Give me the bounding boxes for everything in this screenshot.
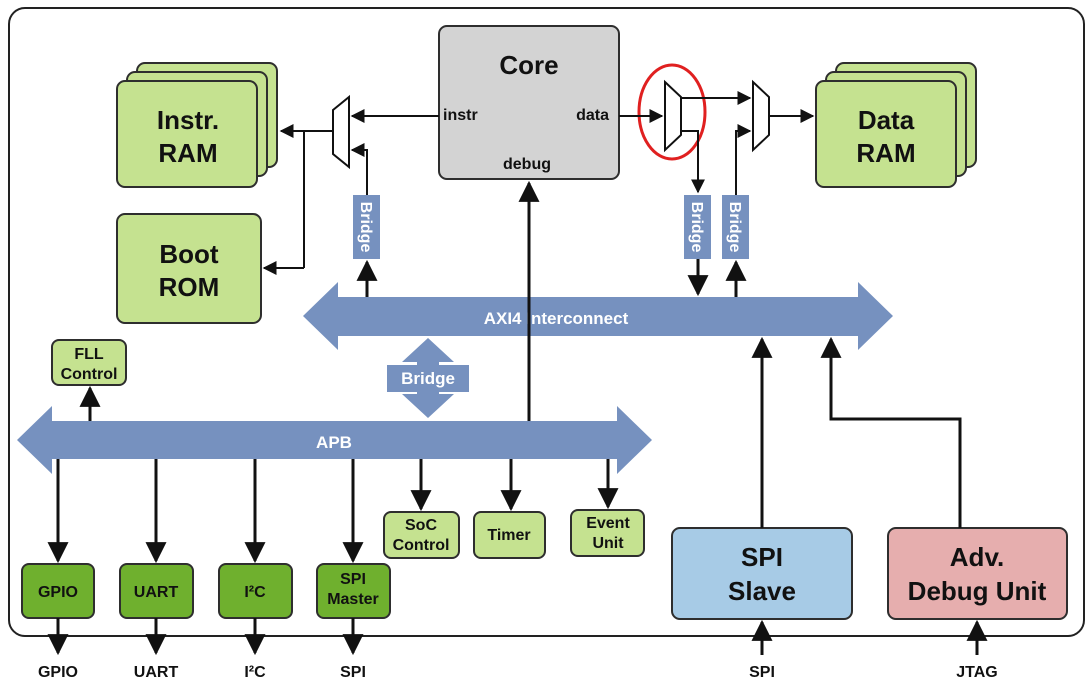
fll-control-line1: FLL <box>74 346 104 363</box>
pin-gpio-label: GPIO <box>38 664 78 681</box>
instr-mux <box>332 94 350 170</box>
pin-uart-label: UART <box>134 664 179 681</box>
core-data-port: data <box>576 107 609 124</box>
highlight-circle <box>637 63 707 161</box>
fll-control-block[interactable] <box>51 339 127 386</box>
i2c-label: I²C <box>244 584 266 601</box>
timer-label: Timer <box>487 527 530 544</box>
svg-text:Bridge: Bridge <box>688 202 705 253</box>
svg-text:Bridge: Bridge <box>726 202 743 253</box>
data-ram[interactable]: Data RAM <box>815 62 977 188</box>
pin-jtag-label: JTAG <box>956 664 997 681</box>
axi-apb-bridge-label: Bridge <box>401 369 455 388</box>
boot-rom-line1: Boot <box>159 239 219 269</box>
core-title: Core <box>499 50 558 80</box>
data-bridge-right: Bridge <box>722 195 749 259</box>
adv-debug-line2: Debug Unit <box>908 576 1047 606</box>
data-ram-line2: RAM <box>856 138 915 168</box>
boot-rom-line2: ROM <box>159 272 220 302</box>
instr-bridge: Bridge <box>353 195 380 259</box>
soc-control-line1: SoC <box>405 517 437 534</box>
pin-spi-label: SPI <box>340 664 366 681</box>
event-unit-line2: Unit <box>592 535 624 552</box>
axi-interconnect-label: AXI4 Interconnect <box>484 309 629 328</box>
adv-debug-line1: Adv. <box>950 542 1004 572</box>
data-bridge-left: Bridge <box>684 195 711 259</box>
data-mux <box>752 79 770 153</box>
soc-control-line2: Control <box>393 537 450 554</box>
apb-bus <box>17 406 652 474</box>
svg-text:Bridge: Bridge <box>357 202 374 253</box>
spi-master-line1: SPI <box>340 571 366 588</box>
apb-label: APB <box>316 433 352 452</box>
event-unit-line1: Event <box>586 515 630 532</box>
uart-label: UART <box>134 584 179 601</box>
fll-control-line2: Control <box>61 366 118 383</box>
connectors <box>47 91 988 656</box>
spi-slave-line1: SPI <box>741 542 783 572</box>
core-debug-port: debug <box>503 156 551 173</box>
instr-ram-line1: Instr. <box>157 105 219 135</box>
soc-control-block[interactable] <box>383 511 460 559</box>
event-unit-block[interactable] <box>570 509 645 557</box>
adv-debug-unit-block[interactable] <box>887 527 1068 620</box>
axi-interconnect-bus <box>303 282 893 350</box>
instr-ram[interactable]: Instr. RAM <box>116 62 278 188</box>
spi-master-line2: Master <box>327 591 379 608</box>
timer-block[interactable] <box>473 511 546 559</box>
axi-apb-bridge-label-box <box>387 365 469 392</box>
gpio-label: GPIO <box>38 584 78 601</box>
data-ram-line1: Data <box>858 105 915 135</box>
core-block[interactable] <box>438 25 620 180</box>
data-demux <box>664 79 682 153</box>
pin-spi-slave-label: SPI <box>749 664 775 681</box>
instr-ram-line2: RAM <box>158 138 217 168</box>
core-instr-port: instr <box>443 107 478 124</box>
spi-slave-line2: Slave <box>728 576 796 606</box>
boot-rom-block[interactable] <box>116 213 262 324</box>
pin-i2c-label: I²C <box>244 664 266 681</box>
